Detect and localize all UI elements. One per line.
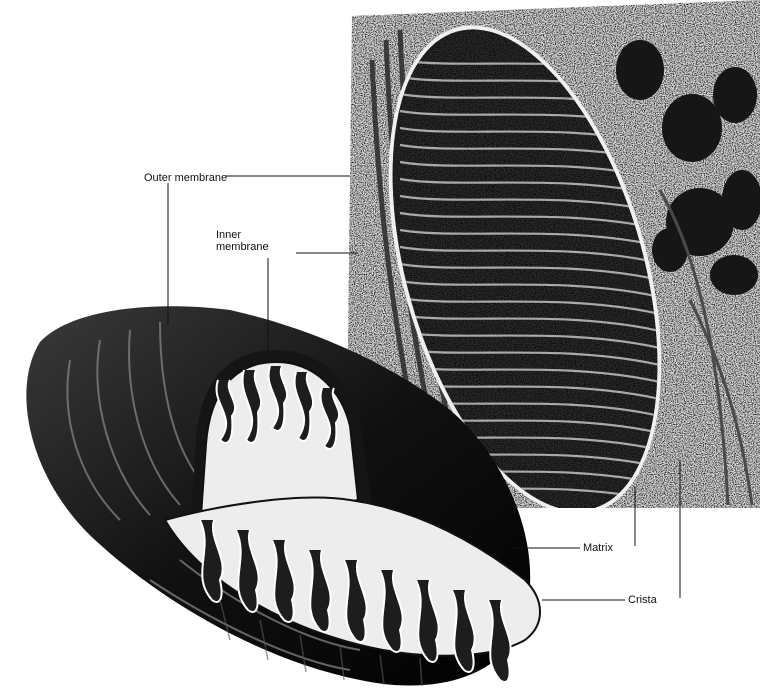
inner-membrane-label: Inner membrane (216, 229, 296, 253)
inner-membrane-label-line2: membrane (216, 241, 296, 253)
crista-label: Crista (628, 594, 657, 606)
matrix-label: Matrix (583, 542, 613, 554)
outer-membrane-label: Outer membrane (144, 172, 227, 184)
inner-membrane-label-line1: Inner (216, 229, 296, 241)
